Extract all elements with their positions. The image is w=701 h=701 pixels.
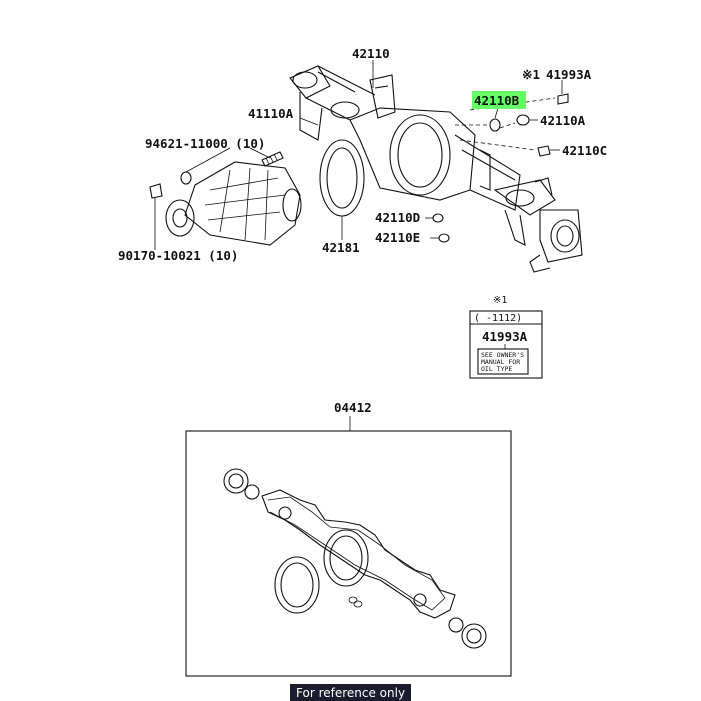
stud-bolt-illustration (261, 151, 284, 167)
vent-plug-illustration (537, 145, 551, 157)
gasket-ring-illustration (319, 139, 365, 217)
plug-e-illustration (438, 233, 450, 243)
label-stud-bolt: 41110A (248, 106, 294, 121)
label-highlighted-part: 42110B (474, 93, 520, 108)
note-box-line-1: SEE OWNER'S (481, 351, 524, 359)
label-plug-e: 42110E (375, 230, 420, 245)
breather-illustration (516, 114, 530, 126)
pin-illustration (180, 171, 192, 185)
note-box-line-3: OIL TYPE (481, 365, 512, 373)
label-housing: 42110 (352, 46, 390, 61)
label-gasket: 42181 (322, 240, 360, 255)
note-box-line-2: MANUAL FOR (481, 358, 520, 366)
label-plug-d: 42110D (375, 210, 420, 225)
axle-housing-illustration (289, 65, 583, 273)
upper-labels: 42110 ※1 41993A 42110B 42110A 41110A 421… (118, 46, 607, 263)
gasket-kit-frame (185, 430, 512, 677)
highlighted-part-illustration (489, 118, 501, 132)
note-box-mark: ※1 (493, 295, 507, 306)
label-gasket-kit: 04412 (334, 400, 372, 415)
leader-lines (154, 60, 563, 250)
label-caution-label: 41993A (546, 67, 592, 82)
label-vent-plug: 42110C (562, 143, 607, 158)
gasket-kit: 04412 (185, 400, 512, 677)
note-box-range: ( -1112) (474, 313, 522, 324)
differential-carrier-illustration (165, 161, 302, 246)
drain-plug-illustration (149, 183, 163, 199)
label-pin: 94621-11000 (10) (145, 136, 265, 151)
caution-tag-illustration (557, 93, 569, 105)
note-box-part: 41993A (482, 329, 528, 344)
label-drain-plug: 90170-10021 (10) (118, 248, 238, 263)
highlight-swatch (472, 91, 526, 109)
plug-d-illustration (432, 213, 444, 223)
reference-banner: For reference only (290, 684, 411, 701)
note-box: ※1 ( -1112) 41993A SEE OWNER'S MANUAL FO… (469, 295, 543, 379)
label-breather-plug: 42110A (540, 113, 586, 128)
label-note-mark-1: ※1 (522, 67, 540, 82)
reference-text: For reference only (296, 686, 405, 700)
